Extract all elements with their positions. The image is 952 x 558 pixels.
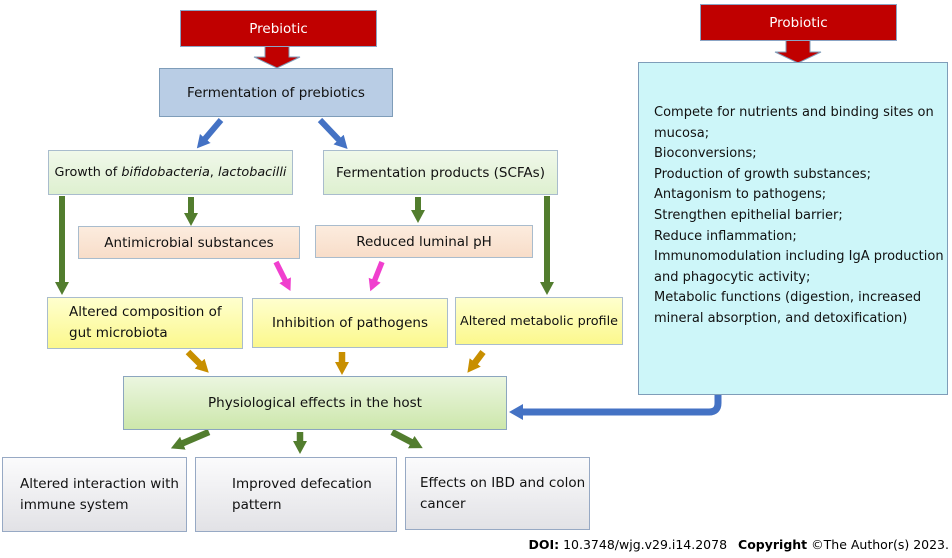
panel-line: Compete for nutrients and binding sites …: [654, 105, 934, 120]
panel-line: Immunomodulation including IgA productio…: [654, 249, 944, 265]
node-improved-defecation-pattern: Improved defecation pattern: [195, 457, 397, 532]
arrow-metabolic-to-physiological: [467, 350, 486, 373]
node-physiological-effects-host: Physiological effects in the host: [123, 376, 507, 430]
probiotic-mechanisms-panel: Compete for nutrients and binding sites …: [638, 62, 948, 395]
panel-line: Strengthen epithelial barrier;: [654, 207, 843, 223]
node-label: Growth of bifidobacteria, lactobacilli: [54, 165, 287, 180]
node-label: Antimicrobial substances: [104, 234, 274, 251]
panel-line: Production of growth substances;: [654, 166, 871, 182]
arrow-fermentation-to-products: [317, 117, 348, 149]
panel-line: Reduce inflammation;: [654, 228, 797, 244]
doi-label: DOI:: [528, 537, 560, 552]
node-fermentation-of-prebiotics: Fermentation of prebiotics: [159, 68, 393, 117]
node-growth-of-bifidobacteria: Growth of bifidobacteria, lactobacilli: [48, 150, 293, 195]
arrow-reducedph-to-inhibition: [368, 260, 385, 292]
footer-citation: DOI: 10.3748/wjg.v29.i14.2078 Copyright …: [528, 537, 949, 552]
arrow-physiological-to-immune: [170, 429, 211, 450]
node-label: Improved defecation pattern: [232, 475, 372, 513]
probiotic-mechanisms-list: Compete for nutrients and binding sites …: [654, 103, 944, 330]
node-label: Altered composition of gut microbiota: [69, 304, 222, 341]
node-probiotic: Probiotic: [700, 4, 897, 41]
node-label: Inhibition of pathogens: [271, 315, 429, 331]
panel-line: Antagonism to pathogens;: [654, 187, 827, 203]
block-arrow-probiotic: [774, 39, 822, 64]
node-label: Probiotic: [769, 14, 828, 31]
panel-line: Metabolic functions (digestion, increase…: [654, 290, 922, 306]
copyright-value: ©The Author(s) 2023.: [811, 537, 949, 552]
block-arrow-prebiotic: [253, 45, 301, 69]
copyright-label: Copyright: [738, 537, 808, 552]
node-label: Physiological effects in the host: [208, 395, 422, 411]
panel-line: mucosa;: [654, 125, 710, 141]
arrow-composition-to-physiological: [185, 349, 209, 373]
node-label: Altered metabolic profile: [459, 313, 619, 329]
node-inhibition-of-pathogens: Inhibition of pathogens: [252, 298, 448, 348]
panel-line: Bioconversions;: [654, 146, 757, 162]
panel-line: mineral absorption, and detoxification): [654, 310, 908, 326]
node-altered-interaction-immune-system: Altered interaction with immune system: [2, 457, 187, 532]
node-antimicrobial-substances: Antimicrobial substances: [78, 226, 300, 259]
connector-probiotic-panel-to-physiological: [509, 393, 722, 420]
doi-value: 10.3748/wjg.v29.i14.2078: [563, 537, 728, 552]
panel-line: and phagocytic activity;: [654, 269, 811, 285]
node-fermentation-products-scfas: Fermentation products (SCFAs): [323, 150, 558, 195]
node-altered-composition-gut-microbiota: Altered composition of gut microbiota: [47, 297, 243, 349]
node-altered-metabolic-profile: Altered metabolic profile: [455, 297, 623, 345]
node-reduced-luminal-ph: Reduced luminal pH: [315, 225, 533, 258]
node-label: Effects on IBD and colon cancer: [420, 474, 586, 512]
node-label: Prebiotic: [249, 20, 308, 37]
node-prebiotic: Prebiotic: [180, 10, 377, 47]
arrow-antimicrobial-to-inhibition: [273, 260, 291, 291]
arrow-physiological-to-ibd: [390, 429, 423, 449]
node-label: Reduced luminal pH: [356, 233, 492, 250]
node-label: Fermentation products (SCFAs): [336, 164, 545, 181]
arrow-fermentation-to-growth: [196, 118, 224, 149]
node-label: Fermentation of prebiotics: [187, 84, 365, 101]
node-effects-ibd-colon-cancer: Effects on IBD and colon cancer: [405, 457, 590, 530]
node-label: Altered interaction with immune system: [20, 475, 179, 513]
